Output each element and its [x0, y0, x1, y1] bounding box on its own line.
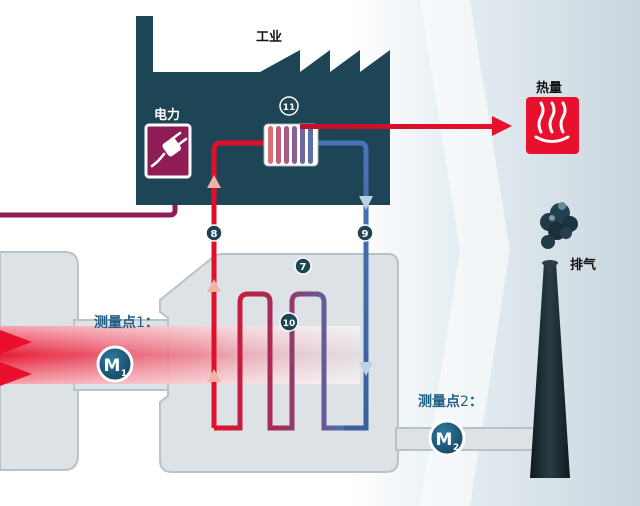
factory-building [136, 16, 390, 205]
marker-9: 9 [356, 224, 374, 242]
svg-text:8: 8 [211, 229, 218, 240]
measure-point-2-colon: ： [468, 394, 483, 410]
measure-point-1-text: 测量点 [94, 315, 136, 331]
chimney [530, 262, 570, 478]
heat-icon [526, 97, 579, 154]
measure-point-1-colon: ： [144, 315, 159, 331]
marker-11: 11 [279, 96, 299, 116]
measure-marker-m1: M 1 [96, 345, 134, 383]
marker-7: 7 [294, 257, 312, 275]
svg-text:11: 11 [283, 103, 296, 113]
marker-10: 10 [279, 312, 299, 332]
measure-point-1-label: 测量点1： [94, 312, 159, 332]
heat-output-line [300, 124, 496, 129]
inlet-arrow-lower [0, 362, 32, 386]
measure-point-1-num: 1 [136, 315, 145, 331]
outlet-pipe [395, 427, 547, 451]
inlet-arrow-upper [0, 330, 32, 354]
heat-exchanger-coil [214, 291, 344, 431]
return-arrow-low [359, 362, 373, 376]
power-line [0, 185, 178, 218]
power-plug-icon [144, 123, 192, 179]
heat-label: 热量 [536, 81, 563, 96]
svg-text:2: 2 [453, 443, 459, 453]
svg-text:10: 10 [283, 319, 296, 329]
exhaust-label: 排气 [570, 258, 597, 273]
svg-text:M: M [104, 356, 121, 376]
measure-marker-m2: M 2 [428, 419, 466, 457]
supply-arrow-mid [207, 279, 221, 292]
heat-exporter [263, 123, 319, 167]
svg-text:M: M [436, 430, 453, 450]
supply-arrow-low [207, 369, 221, 382]
marker-8: 8 [205, 224, 223, 242]
industry-label: 工业 [256, 30, 283, 45]
heat-output-arrowhead [492, 116, 512, 136]
smoke-cloud-icon [540, 202, 578, 249]
supply-arrow-top [207, 175, 221, 188]
measure-point-2-num: 2 [460, 394, 469, 410]
cold-return-pipe [312, 140, 369, 431]
return-arrow-top [359, 196, 373, 210]
svg-text:7: 7 [300, 262, 307, 273]
hot-supply-pipe [211, 140, 268, 428]
hot-exhaust-stream-shade [0, 326, 360, 384]
svg-text:1: 1 [121, 369, 127, 379]
chimney-top [542, 260, 558, 266]
electricity-label: 电力 [154, 108, 181, 123]
svg-text:9: 9 [362, 229, 369, 240]
measure-point-2-text: 测量点 [418, 394, 460, 410]
measure-point-2-label: 测量点2： [418, 391, 483, 411]
